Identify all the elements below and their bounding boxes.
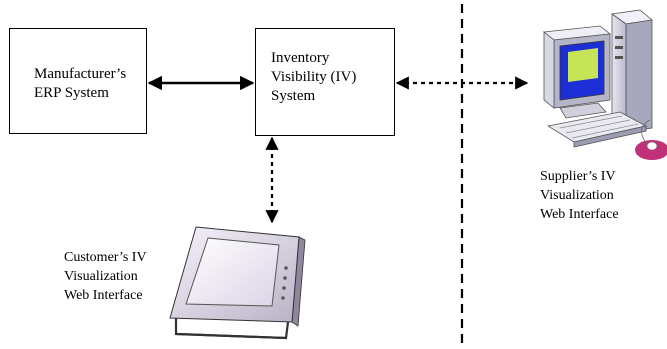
tablet-display-icon xyxy=(169,226,306,340)
erp-system-box: Manufacturer’s ERP System xyxy=(9,28,147,134)
customer-interface-caption: Customer’s IV Visualization Web Interfac… xyxy=(64,250,147,303)
iv-system-box: Inventory Visibility (IV) System xyxy=(255,28,395,136)
desktop-computer-icon xyxy=(542,9,667,160)
iv-system-label: Inventory Visibility (IV) System xyxy=(271,50,357,104)
erp-system-label: Manufacturer’s ERP System xyxy=(34,66,127,101)
supplier-interface-caption: Supplier’s IV Visualization Web Interfac… xyxy=(540,169,619,222)
